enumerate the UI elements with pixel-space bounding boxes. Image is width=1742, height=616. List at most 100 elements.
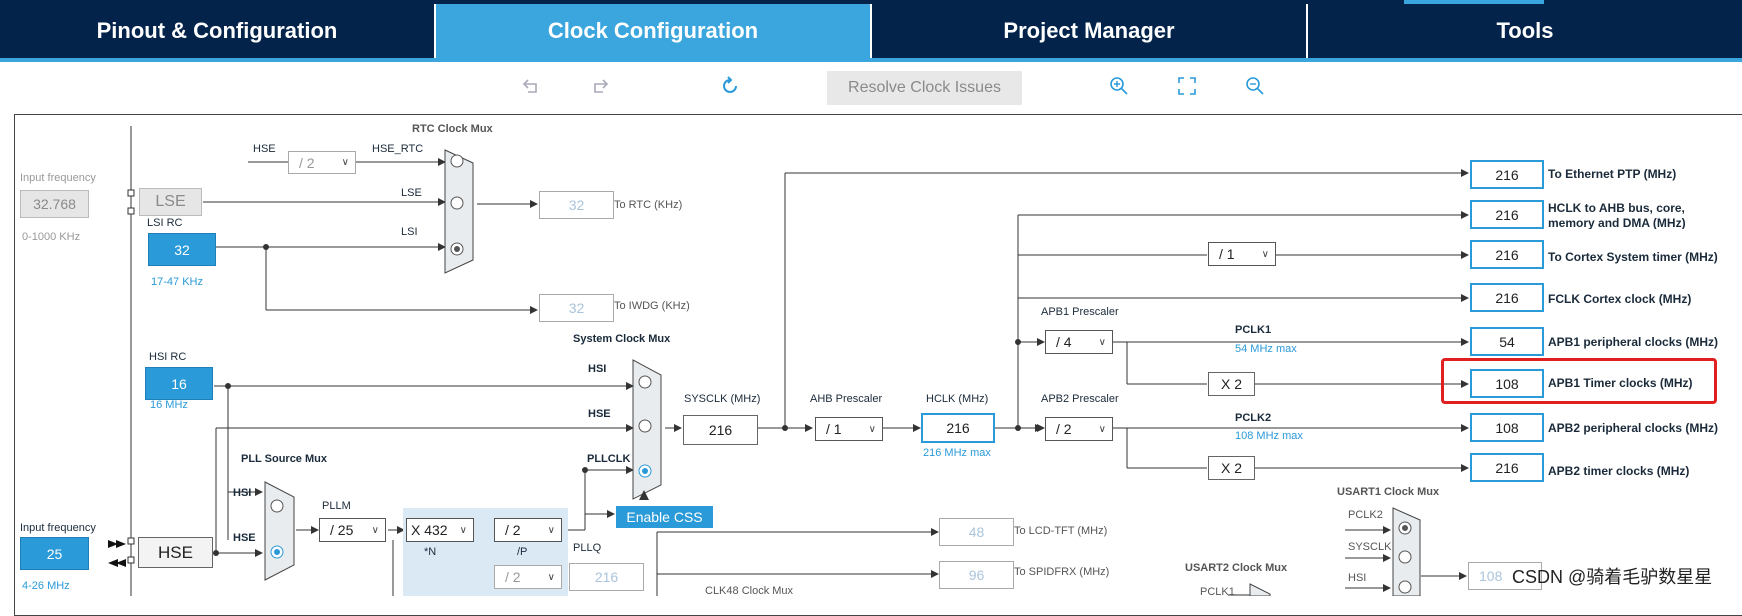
apb1-timer-value[interactable]: 108 — [1470, 369, 1544, 398]
resolve-clock-issues-button[interactable]: Resolve Clock Issues — [827, 71, 1022, 105]
pllq-label: PLLQ — [573, 542, 602, 554]
apb1-prescaler-select[interactable]: / 4 ∨ — [1045, 330, 1113, 354]
zoom-out-icon[interactable] — [1241, 72, 1269, 100]
pllm-value: / 25 — [330, 522, 354, 538]
rtc-hse-divider-select[interactable]: / 2 ∨ — [288, 151, 356, 174]
lsi-range-label: 17-47 KHz — [151, 276, 203, 288]
chevron-down-icon: ∨ — [341, 157, 349, 168]
pclk1-max-label: 54 MHz max — [1235, 343, 1297, 355]
pll-hsi-label: HSI — [233, 487, 252, 499]
pllp-select[interactable]: / 2 ∨ — [494, 518, 562, 542]
pclk1-label: PCLK1 — [1235, 324, 1272, 336]
lcd-tft-value[interactable]: 48 — [939, 518, 1014, 546]
apb1-peripheral-value[interactable]: 54 — [1470, 327, 1544, 356]
tab-tools[interactable]: Tools — [1496, 18, 1554, 43]
rtc-hse-divider-value: / 2 — [299, 154, 315, 171]
iwdg-output-value[interactable]: 32 — [539, 294, 614, 322]
top-strip-accent — [1404, 0, 1544, 4]
ethernet-ptp-value[interactable]: 216 — [1470, 160, 1544, 189]
spdifrx-value[interactable]: 96 — [939, 561, 1014, 589]
fclk-cortex-label: FCLK Cortex clock (MHz) — [1548, 292, 1692, 306]
usart1-hsi-label: HSI — [1348, 572, 1367, 584]
usart2-clock-mux-label: USART2 Clock Mux — [1185, 562, 1288, 574]
sysmux-hsi-label: HSI — [588, 363, 607, 375]
cortex-system-timer-value[interactable]: 216 — [1470, 240, 1544, 269]
apb2-timer-label: APB2 timer clocks (MHz) — [1548, 464, 1690, 478]
redo-icon[interactable] — [585, 72, 613, 100]
apb2-timer-multiplier: X 2 — [1208, 456, 1255, 480]
ahb-prescaler-select[interactable]: / 1∨ — [815, 417, 883, 441]
plln-label: *N — [424, 546, 437, 558]
hsi-range-label: 16 MHz — [150, 399, 188, 411]
usart1-output-value[interactable]: 108 — [1468, 562, 1542, 590]
pllq-output-value[interactable]: 216 — [569, 563, 644, 591]
plln-select[interactable]: X 432 ∨ — [406, 518, 474, 542]
main-tabs: Pinout & Configuration Clock Configurati… — [0, 4, 1742, 58]
hse-input-frequency-label: Input frequency — [20, 522, 96, 534]
apb1-timer-multiplier: X 2 — [1208, 372, 1255, 396]
apb1-peripheral-label: APB1 peripheral clocks (MHz) — [1548, 335, 1719, 349]
enable-css-button[interactable]: Enable CSS — [616, 506, 713, 528]
pllm-label: PLLM — [322, 500, 351, 512]
hclk-value[interactable]: 216 — [921, 413, 995, 443]
apb2-prescaler-label: APB2 Prescaler — [1041, 393, 1119, 405]
rtc-output-value[interactable]: 32 — [539, 191, 614, 219]
zoom-in-icon[interactable] — [1105, 72, 1133, 100]
apb1-prescaler-label: APB1 Prescaler — [1041, 306, 1119, 318]
apb1-timer-label: APB1 Timer clocks (MHz) — [1548, 376, 1693, 390]
sysmux-hse-label: HSE — [588, 408, 611, 420]
pllm-select[interactable]: / 25∨ — [319, 518, 386, 542]
chevron-down-icon: ∨ — [1098, 336, 1106, 348]
hse-source: HSE — [138, 537, 213, 568]
hclk-max-label: 216 MHz max — [923, 447, 991, 459]
lsi-rc-value: 32 — [148, 233, 216, 266]
usart1-sysclk-label: SYSCLK — [1348, 541, 1392, 553]
chevron-down-icon: ∨ — [547, 524, 555, 536]
pclk2-max-label: 108 MHz max — [1235, 430, 1303, 442]
hse-range-label: 4-26 MHz — [22, 580, 70, 592]
iwdg-output-label: To IWDG (KHz) — [614, 300, 690, 312]
apb2-prescaler-select[interactable]: / 2∨ — [1045, 417, 1113, 441]
lse-source: LSE — [139, 188, 202, 216]
pllp-value: / 2 — [505, 522, 521, 538]
hse-input-frequency-field[interactable]: 25 — [20, 537, 89, 570]
chevron-down-icon: ∨ — [1261, 248, 1269, 260]
cortex-timer-divider-value: / 1 — [1219, 246, 1235, 262]
clk48-clock-mux-label: CLK48 Clock Mux — [705, 585, 794, 597]
rtc-hse-label: HSE — [253, 143, 276, 155]
tab-underline — [0, 58, 1742, 62]
fit-screen-icon[interactable] — [1173, 72, 1201, 100]
rtc-lse-label: LSE — [401, 187, 422, 199]
spdifrx-label: To SPIDFRX (MHz) — [1014, 566, 1110, 578]
usart1-pclk2-label: PCLK2 — [1348, 509, 1383, 521]
usart2-pclk1-label: PCLK1 — [1200, 586, 1235, 598]
hclk-label: HCLK (MHz) — [926, 393, 989, 405]
apb1-prescaler-value: / 4 — [1056, 334, 1072, 350]
chevron-down-icon: ∨ — [459, 524, 467, 536]
tab-clock-configuration[interactable]: Clock Configuration — [436, 4, 872, 58]
tab-project-manager[interactable]: Project Manager — [872, 4, 1308, 58]
top-strip — [0, 0, 1742, 4]
pll-source-mux-label: PLL Source Mux — [241, 453, 327, 465]
sysmux-pllclk-label: PLLCLK — [587, 453, 631, 465]
apb2-peripheral-label: APB2 peripheral clocks (MHz) — [1548, 421, 1719, 435]
rtc-clock-mux-label: RTC Clock Mux — [412, 123, 493, 135]
tab-pinout[interactable]: Pinout & Configuration — [0, 4, 436, 58]
hclk-ahb-label: HCLK to AHB bus, core, memory and DMA (M… — [1548, 201, 1686, 229]
hsi-rc-label: HSI RC — [149, 351, 187, 363]
cortex-timer-divider-select[interactable]: / 1 ∨ — [1208, 242, 1276, 266]
system-clock-mux-label: System Clock Mux — [573, 333, 671, 345]
undo-icon[interactable] — [518, 72, 546, 100]
ahb-prescaler-label: AHB Prescaler — [810, 393, 883, 405]
rtc-output-label: To RTC (KHz) — [614, 199, 683, 211]
pclk2-label: PCLK2 — [1235, 412, 1272, 424]
plln-value: X 432 — [411, 522, 448, 538]
pllq-select[interactable]: / 2∨ — [494, 565, 562, 589]
hclk-ahb-value[interactable]: 216 — [1470, 200, 1544, 229]
sysclk-value[interactable]: 216 — [683, 415, 758, 445]
fclk-cortex-value[interactable]: 216 — [1470, 283, 1544, 312]
apb2-peripheral-value[interactable]: 108 — [1470, 413, 1544, 442]
apb2-timer-value[interactable]: 216 — [1470, 453, 1544, 482]
lse-input-frequency-field[interactable]: 32.768 — [20, 190, 89, 218]
refresh-icon[interactable] — [716, 72, 744, 100]
